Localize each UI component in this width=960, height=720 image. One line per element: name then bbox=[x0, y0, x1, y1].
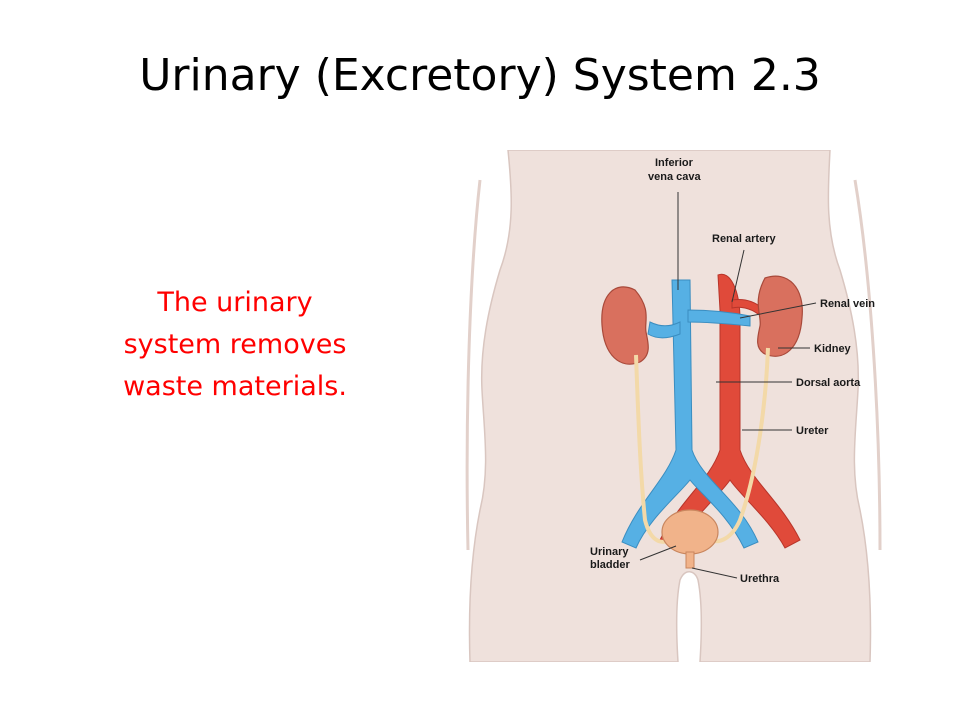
label-dorsal-aorta: Dorsal aorta bbox=[796, 377, 861, 389]
body-line-1: The urinary bbox=[157, 287, 313, 318]
urinary-system-diagram: Inferior vena cava Renal artery Renal ve… bbox=[440, 150, 920, 662]
leader-urethra bbox=[691, 567, 738, 579]
label-kidney: Kidney bbox=[814, 343, 852, 355]
slide-title: Urinary (Excretory) System 2.3 bbox=[139, 50, 821, 101]
right-ureter bbox=[709, 347, 770, 544]
renal-vein-right bbox=[687, 309, 751, 327]
left-kidney bbox=[601, 286, 649, 365]
right-arm-edge bbox=[853, 179, 882, 551]
body-line-2: system removes bbox=[123, 329, 347, 360]
body-line-3: waste materials. bbox=[123, 371, 347, 402]
label-bladder-1: Urinary bbox=[590, 546, 629, 558]
label-vena-cava-2: vena cava bbox=[648, 171, 701, 183]
label-vena-cava-1: Inferior bbox=[655, 157, 694, 169]
label-ureter: Ureter bbox=[796, 425, 829, 437]
label-bladder-2: bladder bbox=[590, 559, 630, 571]
left-arm-edge bbox=[465, 179, 482, 551]
urethra bbox=[685, 551, 695, 569]
body-silhouette bbox=[468, 150, 872, 662]
label-urethra: Urethra bbox=[740, 573, 780, 585]
urinary-bladder bbox=[661, 509, 719, 555]
body-text: The urinary system removes waste materia… bbox=[70, 282, 400, 408]
leader-renal-vein bbox=[739, 302, 817, 319]
leader-renal-artery bbox=[731, 249, 745, 303]
leader-bladder bbox=[639, 545, 677, 561]
renal-vein-left bbox=[647, 321, 681, 339]
right-kidney bbox=[757, 275, 803, 357]
label-renal-vein: Renal vein bbox=[820, 298, 875, 310]
label-renal-artery: Renal artery bbox=[712, 233, 776, 245]
left-ureter bbox=[634, 354, 671, 544]
